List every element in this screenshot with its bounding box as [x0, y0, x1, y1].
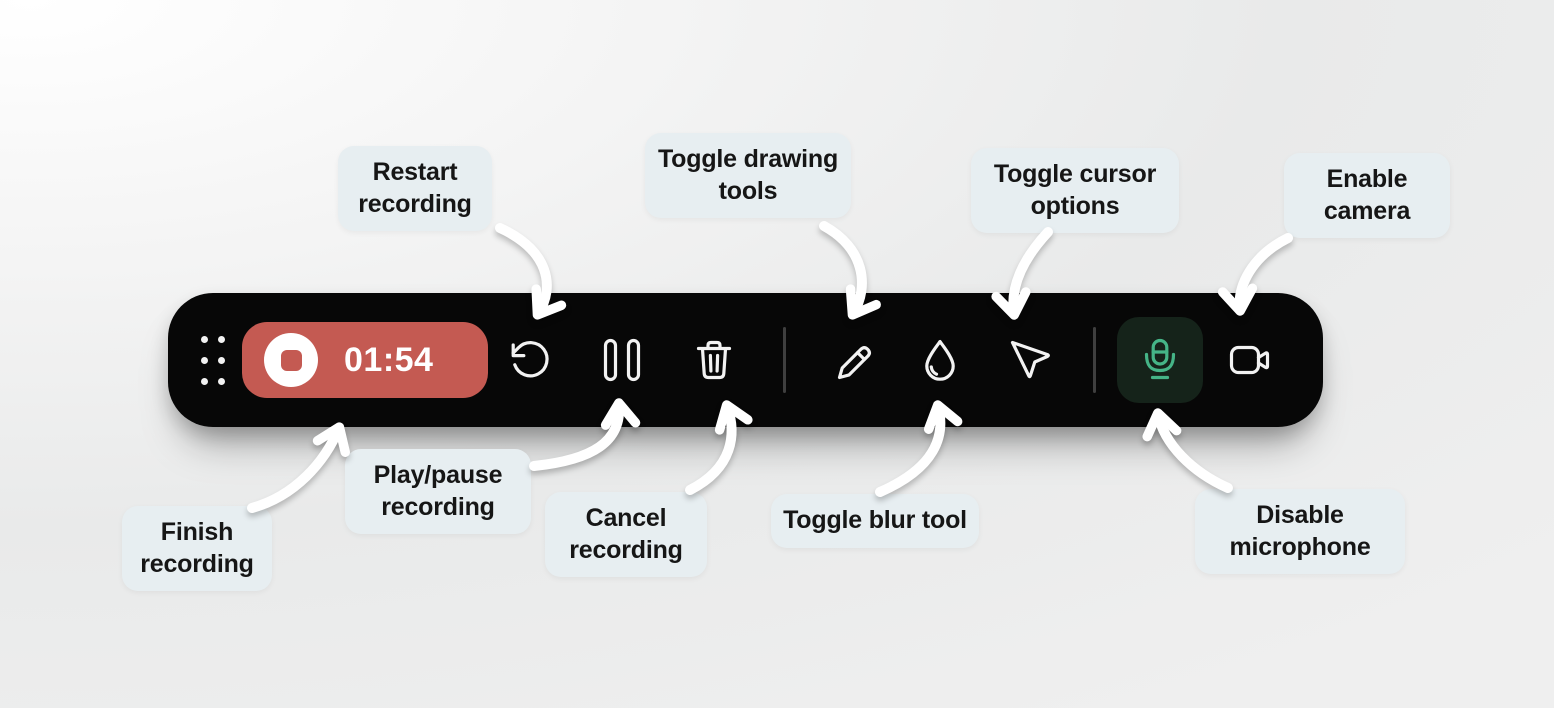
callout-enable-camera: Enable camera: [1284, 153, 1450, 238]
microphone-icon: [1144, 338, 1176, 380]
restart-recording-button[interactable]: [506, 336, 554, 384]
callout-toggle-blur-tool: Toggle blur tool: [771, 494, 979, 548]
arrow-finish-recording: [247, 422, 350, 513]
camera-button[interactable]: [1226, 336, 1274, 384]
callout-toggle-drawing-tools: Toggle drawing tools: [645, 133, 851, 218]
recording-timer: 01:54: [344, 340, 434, 379]
pencil-icon: [837, 346, 871, 380]
restart-arrow-icon: [511, 341, 549, 378]
stop-icon: [264, 333, 318, 387]
recording-toolbar: 01:54: [168, 293, 1323, 427]
callout-finish-recording: Finish recording: [122, 506, 272, 591]
finish-recording-button[interactable]: 01:54: [242, 322, 488, 398]
callout-disable-microphone: Disable microphone: [1195, 489, 1405, 574]
callout-restart-recording: Restart recording: [338, 146, 492, 231]
drag-handle[interactable]: [194, 293, 232, 427]
toolbar-divider: [783, 327, 786, 393]
drag-dots-icon: [201, 335, 225, 385]
drawing-tools-button[interactable]: [829, 336, 877, 384]
pause-icon: [603, 338, 641, 382]
trash-icon: [696, 340, 732, 380]
cancel-recording-button[interactable]: [690, 336, 738, 384]
cursor-options-button[interactable]: [1004, 336, 1052, 384]
callout-toggle-cursor-options: Toggle cursor options: [971, 148, 1179, 233]
microphone-button[interactable]: [1117, 317, 1203, 403]
play-pause-button[interactable]: [598, 336, 646, 384]
toolbar-divider: [1093, 327, 1096, 393]
video-camera-icon: [1229, 345, 1270, 375]
cursor-pointer-icon: [1010, 340, 1050, 379]
callout-play-pause-recording: Play/pause recording: [345, 449, 531, 534]
callout-cancel-recording: Cancel recording: [545, 492, 707, 577]
blur-tool-button[interactable]: [916, 336, 964, 384]
water-drop-icon: [925, 339, 955, 381]
